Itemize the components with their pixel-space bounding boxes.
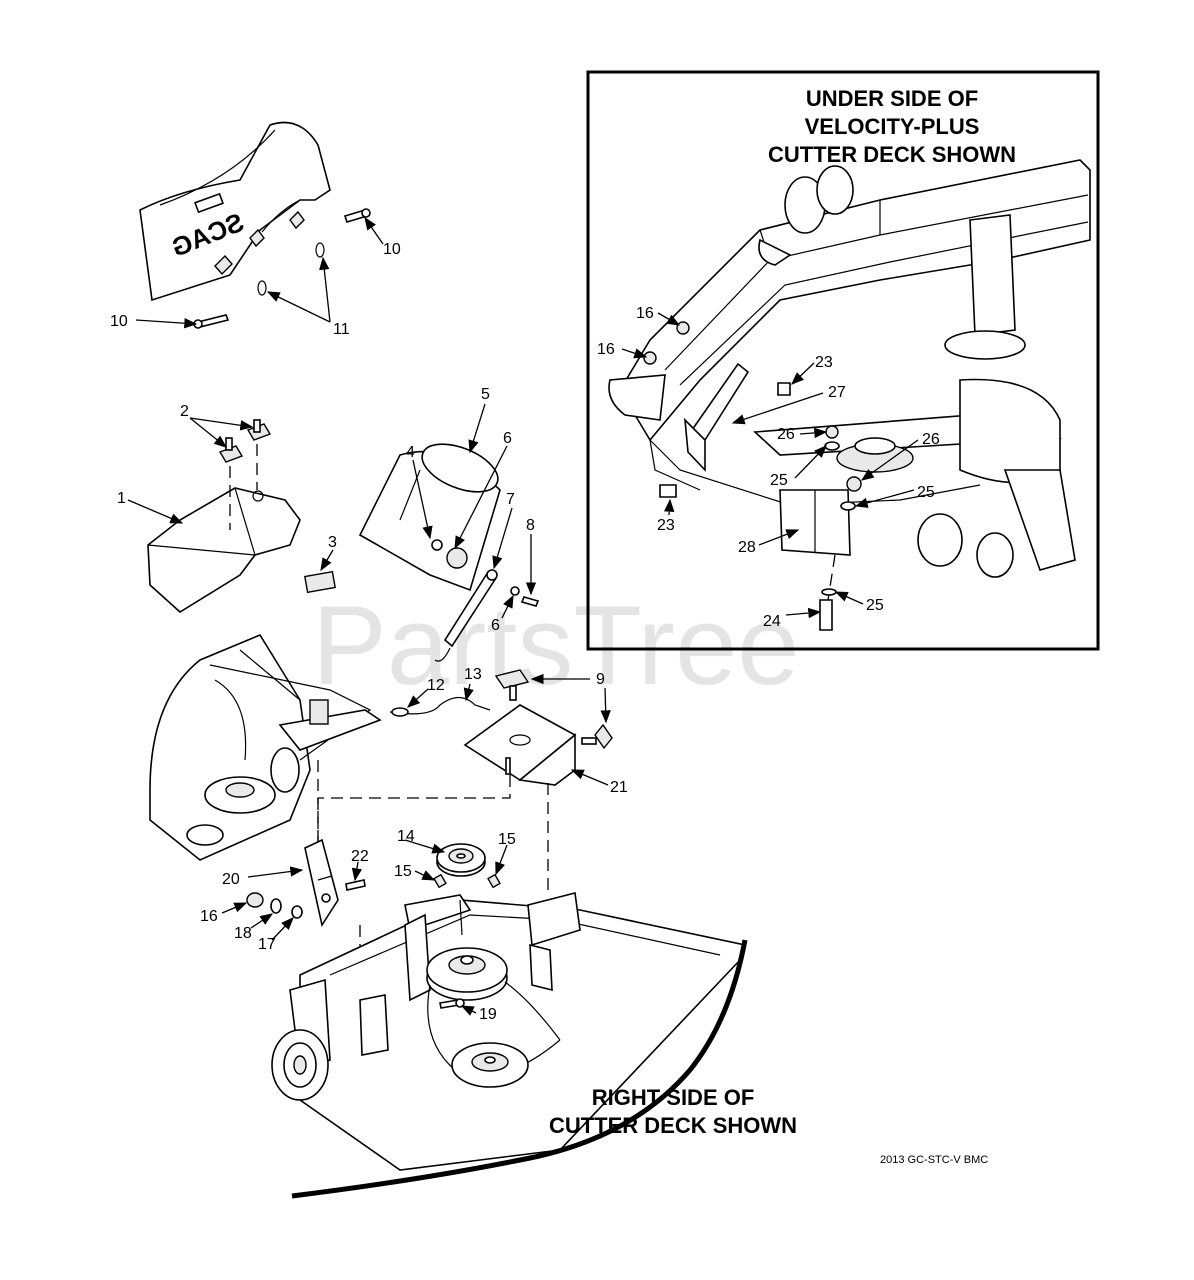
callout-7: 7: [506, 491, 515, 508]
callout-5: 5: [481, 386, 490, 403]
knob-2: [218, 419, 272, 463]
callout-16: 16: [200, 908, 218, 925]
callout-inset-28: 28: [738, 539, 756, 556]
callout-21: 21: [610, 779, 628, 796]
callout-12: 12: [427, 677, 445, 694]
bracket-21: [463, 704, 577, 786]
callout-9: 9: [596, 671, 605, 688]
pulley-14: [436, 843, 486, 877]
callout-15a: 15: [498, 831, 516, 848]
callout-inset-24: 24: [763, 613, 781, 630]
callout-1: 1: [117, 490, 126, 507]
callout-inset-23a: 23: [815, 354, 833, 371]
callout-17: 17: [258, 936, 276, 953]
inset-heading-line1: UNDER SIDE OF: [806, 86, 978, 111]
idler-bracket-20: [304, 838, 339, 928]
callout-inset-27: 27: [828, 384, 846, 401]
callout-10b: 10: [110, 313, 128, 330]
main-caption-line1: RIGHT SIDE OF: [592, 1085, 755, 1110]
callout-3: 3: [328, 534, 337, 551]
callout-15b: 15: [394, 863, 412, 880]
callout-6b: 6: [491, 617, 500, 634]
inset-panel: UNDER SIDE OF VELOCITY-PLUS CUTTER DECK …: [586, 70, 1100, 651]
callout-14: 14: [397, 828, 415, 845]
inset-frame: [586, 70, 1100, 651]
callout-6a: 6: [503, 430, 512, 447]
callout-13: 13: [464, 666, 482, 683]
callout-2: 2: [180, 403, 189, 420]
inset-heading-line3: CUTTER DECK SHOWN: [768, 142, 1016, 167]
chute-adapter: [358, 443, 501, 592]
cutter-deck: [271, 892, 747, 1171]
callout-inset-25a: 25: [770, 472, 788, 489]
knob-9: [494, 669, 613, 750]
callout-11: 11: [333, 321, 350, 338]
callout-20: 20: [222, 871, 240, 888]
callout-8: 8: [526, 517, 535, 534]
discharge-chute: SCAG: [139, 121, 371, 329]
belt-cover: [147, 487, 301, 613]
main-caption-line2: CUTTER DECK SHOWN: [549, 1113, 797, 1138]
callout-inset-25c: 25: [866, 597, 884, 614]
callout-inset-16b: 16: [597, 341, 615, 358]
watermark: PartsTree: [312, 583, 800, 708]
control-lever: [434, 569, 540, 662]
callout-inset-26a: 26: [777, 426, 795, 443]
callout-22: 22: [351, 848, 369, 865]
drawing-code: 2013 GC-STC-V BMC: [880, 1154, 988, 1166]
callout-4: 4: [406, 444, 415, 461]
callout-10a: 10: [383, 241, 401, 258]
callout-inset-23b: 23: [657, 517, 675, 534]
callout-19: 19: [479, 1006, 497, 1023]
inset-deck-frame: [608, 159, 1091, 631]
callout-inset-25b: 25: [917, 484, 935, 501]
inset-heading-line2: VELOCITY-PLUS: [805, 114, 980, 139]
callout-inset-26b: 26: [922, 431, 940, 448]
deck-side-assembly: [149, 633, 382, 861]
decal-3: [304, 570, 336, 594]
ground-line: [291, 939, 748, 1199]
callout-18: 18: [234, 925, 252, 942]
callout-inset-16a: 16: [636, 305, 654, 322]
